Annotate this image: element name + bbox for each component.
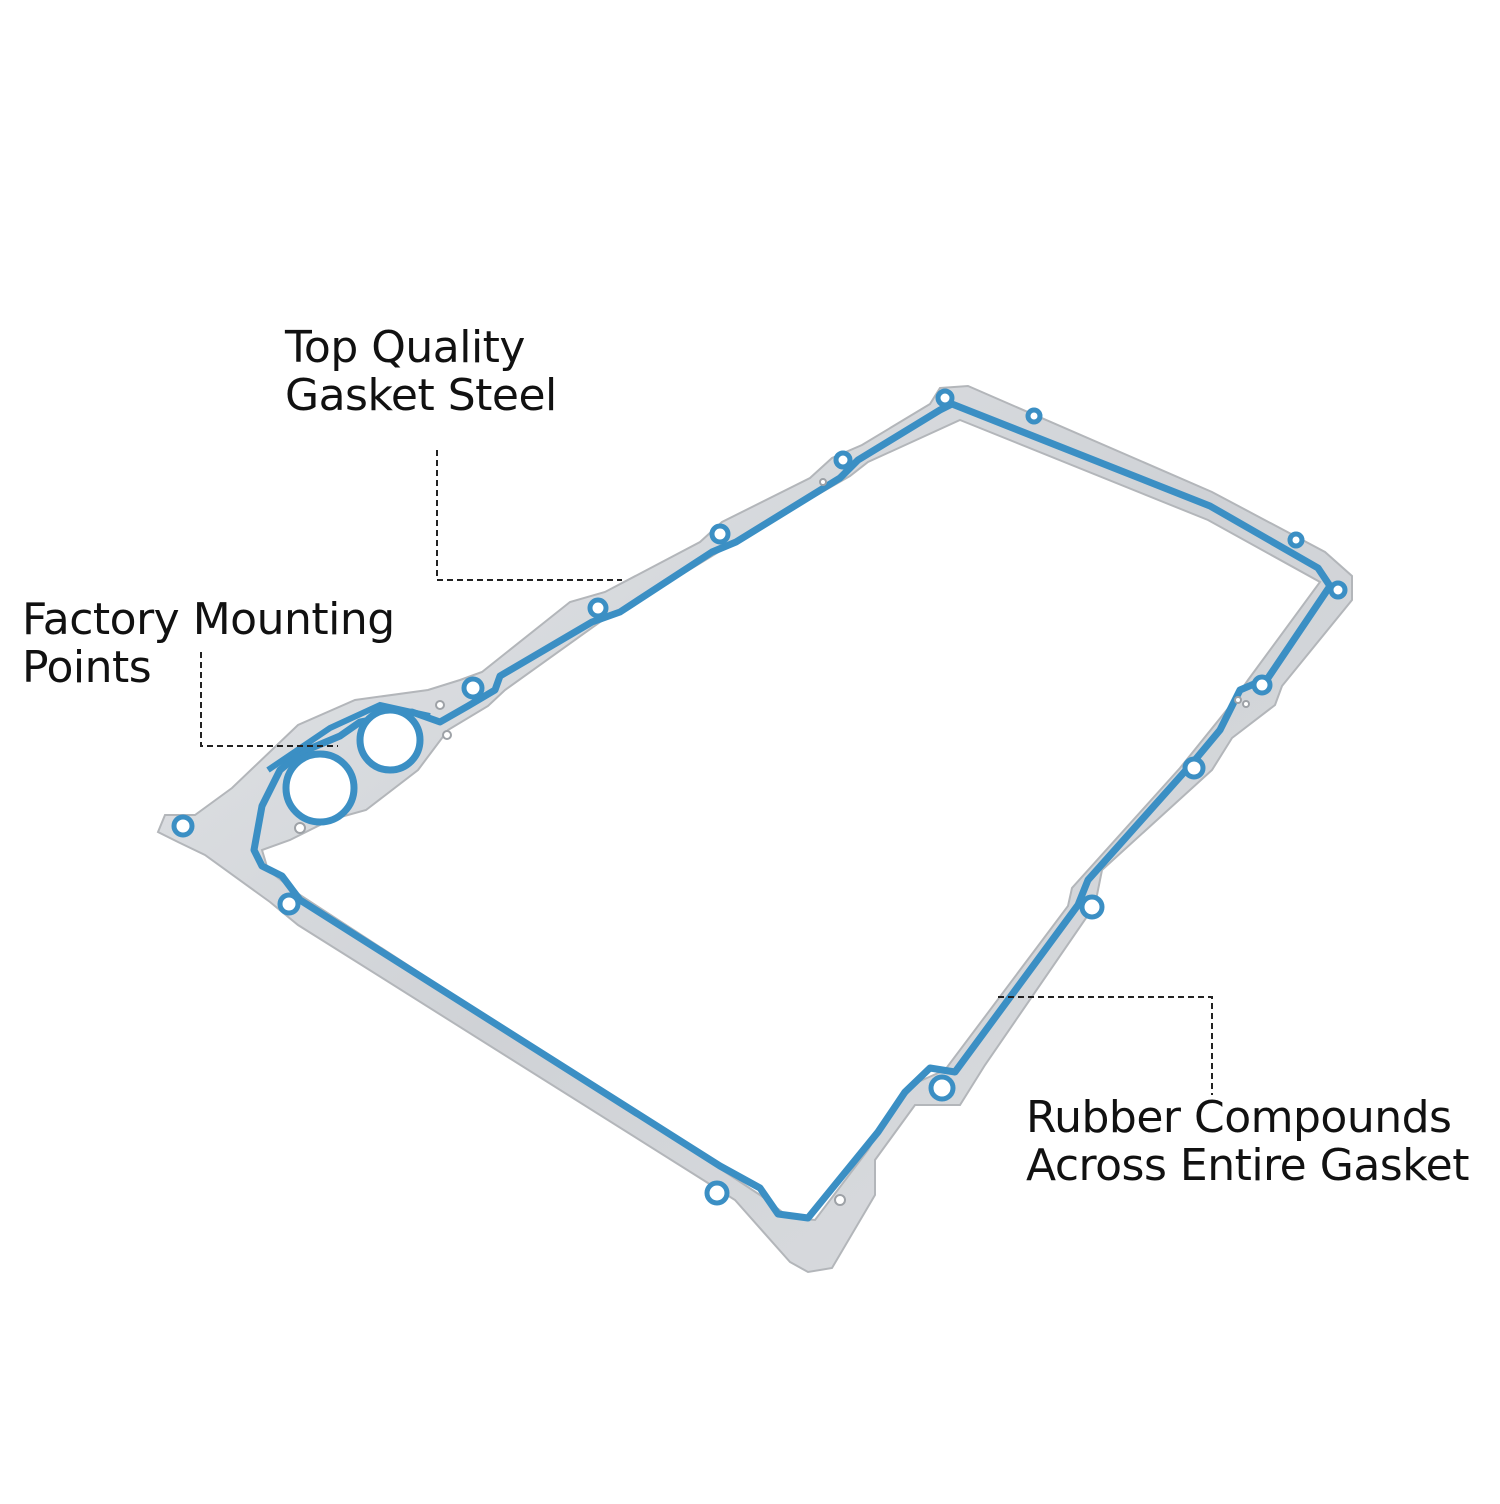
- locating-hole: [294, 822, 306, 834]
- bolt-hole: [704, 1180, 730, 1206]
- bolt-hole: [277, 892, 301, 916]
- bolt-hole: [587, 597, 609, 619]
- bolt-hole: [1251, 674, 1273, 696]
- locating-hole: [819, 478, 827, 486]
- port-bead: [266, 701, 431, 773]
- port-ring: [356, 706, 424, 774]
- bolt-hole: [1079, 894, 1105, 920]
- leader-lines: [200, 450, 1213, 1095]
- callout-line: Points: [22, 642, 152, 693]
- bolt-hole: [1182, 756, 1206, 780]
- bolt-holes: [171, 388, 1348, 1206]
- locating-hole: [1234, 696, 1242, 704]
- callout-line: Across Entire Gasket: [1026, 1140, 1469, 1191]
- locating-hole: [442, 730, 452, 740]
- callout-line: Gasket Steel: [285, 370, 557, 421]
- leader-line-mounting: [200, 652, 338, 747]
- bolt-hole: [461, 676, 485, 700]
- bolt-hole: [1328, 580, 1348, 600]
- bolt-hole: [1025, 407, 1043, 425]
- bolt-hole: [833, 450, 853, 470]
- locating-holes: [294, 478, 1250, 1206]
- callout-gasket-steel: Top Quality Gasket Steel: [285, 324, 557, 420]
- callout-line: Top Quality: [285, 322, 525, 373]
- locating-hole: [834, 1194, 846, 1206]
- leader-line-steel: [436, 450, 622, 581]
- callout-mounting-points: Factory Mounting Points: [22, 596, 395, 692]
- port-ring: [282, 750, 358, 826]
- callout-line: Rubber Compounds: [1026, 1092, 1452, 1143]
- bolt-hole: [928, 1074, 956, 1102]
- bolt-hole: [1287, 531, 1305, 549]
- bolt-hole: [935, 388, 955, 408]
- bolt-hole: [709, 523, 731, 545]
- leader-line-rubber: [998, 996, 1213, 1095]
- callout-rubber-compounds: Rubber Compounds Across Entire Gasket: [1026, 1094, 1469, 1190]
- locating-hole: [1242, 700, 1250, 708]
- rubber-bead: [250, 400, 1334, 1222]
- callout-line: Factory Mounting: [22, 594, 395, 645]
- bolt-hole: [171, 814, 195, 838]
- locating-hole: [435, 700, 445, 710]
